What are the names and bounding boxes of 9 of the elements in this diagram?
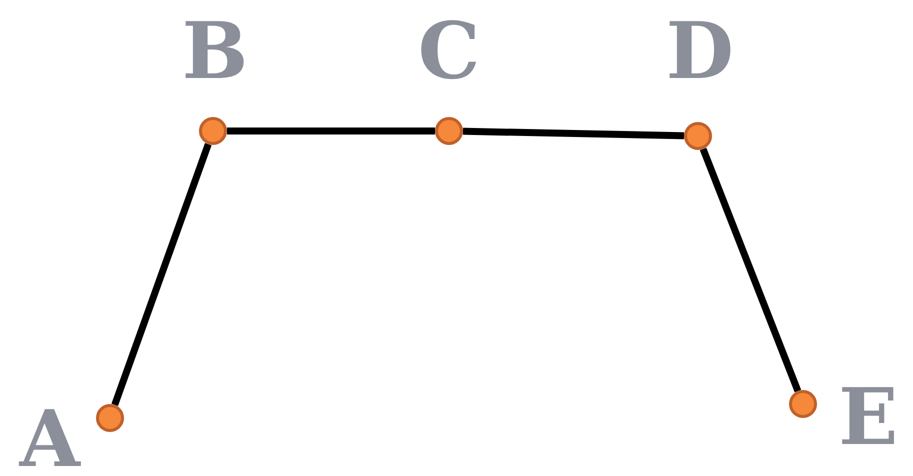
connector-line <box>700 148 802 392</box>
point-label: C <box>418 13 480 91</box>
point-label: E <box>838 379 898 457</box>
connector-line <box>111 143 212 406</box>
connector-line <box>462 128 684 140</box>
point-label: D <box>666 13 734 91</box>
point-label: B <box>182 13 248 91</box>
point-label: A <box>20 401 80 476</box>
connector-line <box>227 128 435 134</box>
